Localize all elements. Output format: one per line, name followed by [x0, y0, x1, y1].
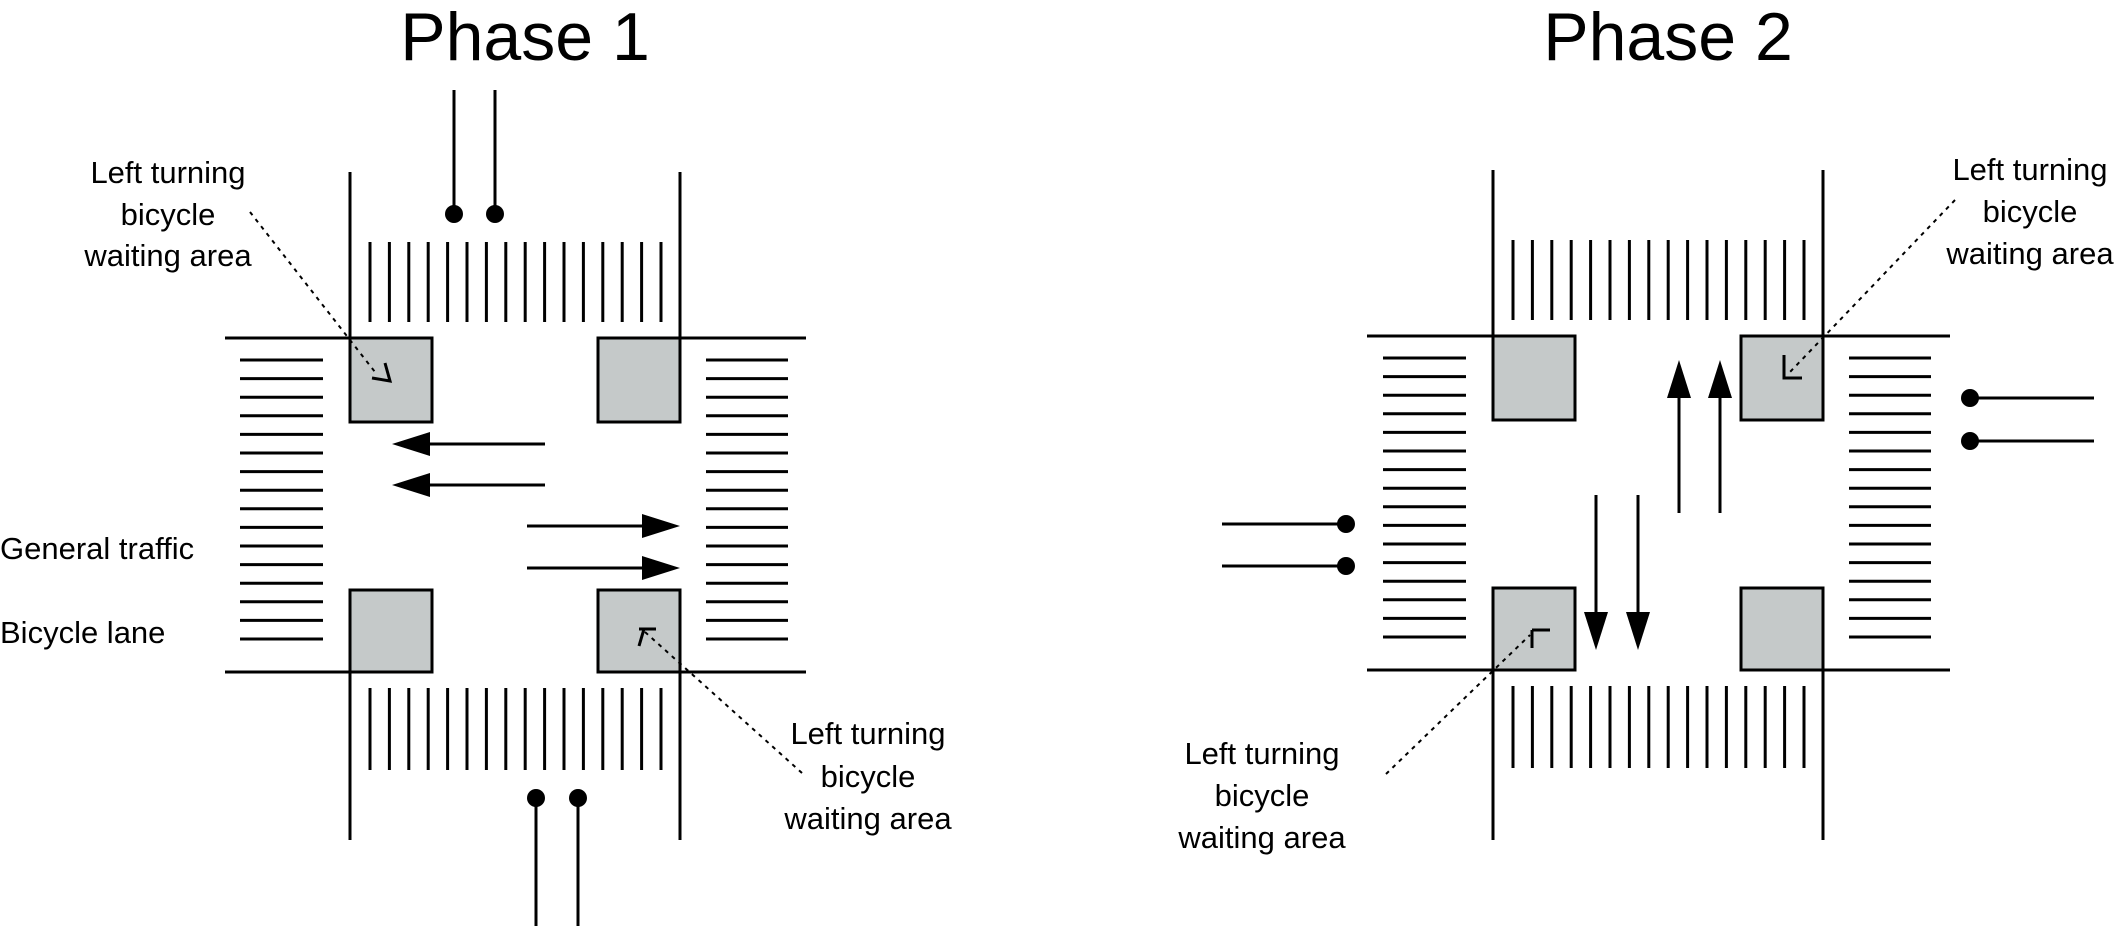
phase-1-crosswalk-west	[240, 358, 323, 641]
turn-mark-sw	[1530, 628, 1550, 648]
waiting-area-box-se	[1739, 586, 1825, 672]
phase-2-crosswalk-north	[1511, 240, 1806, 320]
waiting-area-box-nw	[1491, 334, 1577, 422]
svg-text:waiting area: waiting area	[1945, 236, 2114, 271]
phase-1-signal-heads-north	[445, 90, 504, 223]
phase-1-crosswalk-south	[368, 688, 663, 770]
phase-2-crosswalk-west	[1383, 356, 1466, 639]
phase-1-traffic-arrows	[392, 432, 680, 580]
phase-1-road-edges	[225, 172, 806, 840]
phase-2-traffic-arrows	[1584, 360, 1732, 650]
phase-1-diagram: Phase 1	[0, 0, 952, 926]
phase-1-signal-heads-south	[527, 789, 587, 926]
phase-1-title: Phase 1	[400, 0, 650, 75]
svg-text:Left turning: Left turning	[790, 716, 945, 751]
leader-line-sw	[1385, 634, 1531, 775]
svg-text:waiting area: waiting area	[1177, 820, 1346, 855]
svg-text:bicycle: bicycle	[1983, 194, 2078, 229]
phase-2-title: Phase 2	[1543, 0, 1793, 75]
svg-text:waiting area: waiting area	[783, 801, 952, 836]
turn-mark-nw	[371, 362, 393, 383]
svg-text:Left turning: Left turning	[1952, 152, 2107, 187]
phase-2-crosswalk-east	[1849, 356, 1931, 639]
phase-2-crosswalk-south	[1511, 686, 1806, 768]
waiting-area-box-ne	[1739, 334, 1825, 422]
phase-1-crosswalk-east	[706, 358, 788, 641]
phase-1-label-waiting-area-top: Left turning bicycle waiting area	[83, 155, 252, 273]
svg-text:bicycle: bicycle	[821, 759, 916, 794]
leader-line-ne	[1789, 199, 1956, 373]
turn-mark-ne	[1782, 355, 1802, 380]
phase-2-road-edges	[1367, 170, 1950, 840]
phase-2-label-waiting-area-bottom: Left turning bicycle waiting area	[1177, 736, 1346, 855]
waiting-area-box-ne	[596, 336, 682, 424]
phase-2-label-waiting-area-top: Left turning bicycle waiting area	[1945, 152, 2114, 271]
leader-line-nw	[249, 211, 376, 373]
waiting-area-box-se	[596, 588, 682, 674]
svg-text:bicycle: bicycle	[121, 197, 216, 232]
phase-1-crosswalk-north	[368, 242, 663, 322]
phase-1-label-waiting-area-bottom: Left turning bicycle waiting area	[783, 716, 952, 836]
svg-text:Left turning: Left turning	[90, 155, 245, 190]
svg-text:bicycle: bicycle	[1215, 778, 1310, 813]
waiting-area-box-sw	[348, 588, 434, 674]
turn-mark-se	[637, 627, 656, 647]
phase-2-signal-heads-west	[1222, 515, 1355, 575]
svg-text:Left turning: Left turning	[1184, 736, 1339, 771]
bicycle-lane-label: Bicycle lane	[0, 615, 165, 650]
phase-2-diagram: Phase 2	[1177, 0, 2114, 855]
general-traffic-label: General traffic	[0, 531, 194, 566]
svg-text:waiting area: waiting area	[83, 238, 252, 273]
phase-2-signal-heads-east	[1961, 389, 2094, 450]
